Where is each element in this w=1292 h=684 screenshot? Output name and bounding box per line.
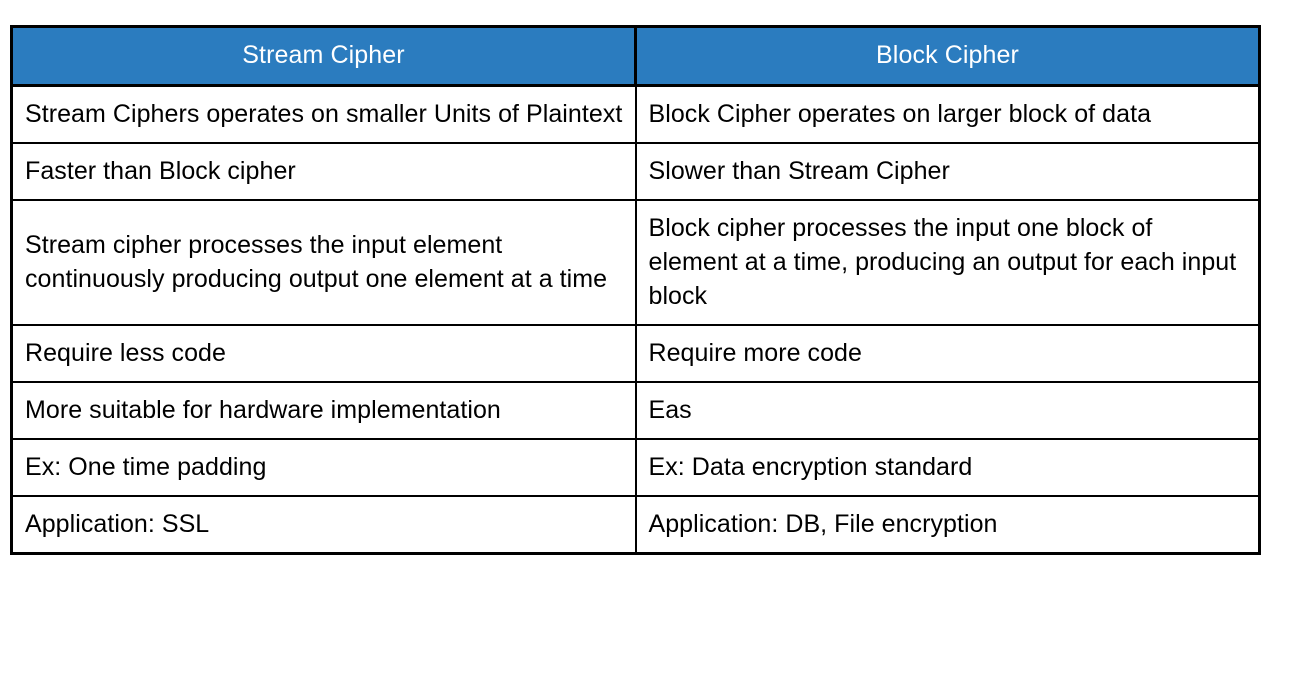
- cell-stream-cipher: Application: SSL: [10, 494, 637, 555]
- cell-text: Require more code: [648, 338, 862, 367]
- cell-text: More suitable for hardware implementatio…: [25, 395, 501, 424]
- table-row: Require less code Require more code: [10, 323, 1261, 383]
- cell-block-cipher: Block Cipher operates on larger block of…: [634, 84, 1261, 144]
- cell-block-cipher: Require more code: [634, 323, 1261, 383]
- cell-text: Stream Ciphers operates on smaller Units…: [25, 99, 623, 128]
- cell-stream-cipher: Stream Ciphers operates on smaller Units…: [10, 84, 637, 144]
- cell-text: Slower than Stream Cipher: [648, 156, 950, 185]
- table-row: More suitable for hardware implementatio…: [10, 380, 1261, 440]
- cell-block-cipher: Ex: Data encryption standard: [634, 437, 1261, 497]
- cell-text: Application: SSL: [25, 509, 210, 538]
- column-header-block-cipher: Block Cipher: [634, 25, 1261, 87]
- table-row: Stream Ciphers operates on smaller Units…: [10, 84, 1261, 144]
- cell-stream-cipher: Stream cipher processes the input elemen…: [10, 198, 637, 326]
- cell-stream-cipher: Ex: One time padding: [10, 437, 637, 497]
- cell-text: Faster than Block cipher: [25, 156, 296, 185]
- table-row: Stream cipher processes the input elemen…: [10, 198, 1261, 326]
- cell-text: Require less code: [25, 338, 226, 367]
- cell-text: Ex: One time padding: [25, 452, 267, 481]
- cell-text: Application: DB, File encryption: [648, 509, 998, 538]
- table-body: Stream Ciphers operates on smaller Units…: [10, 84, 1261, 555]
- cell-text: Block cipher processes the input one blo…: [648, 213, 1237, 310]
- cell-block-cipher: Slower than Stream Cipher: [634, 141, 1261, 201]
- cell-stream-cipher: Require less code: [10, 323, 637, 383]
- cell-block-cipher: Application: DB, File encryption: [634, 494, 1261, 555]
- table-row: Ex: One time padding Ex: Data encryption…: [10, 437, 1261, 497]
- table-row: Faster than Block cipher Slower than Str…: [10, 141, 1261, 201]
- cell-block-cipher: Block cipher processes the input one blo…: [634, 198, 1261, 326]
- cell-text: Block Cipher operates on larger block of…: [648, 99, 1152, 128]
- table-header: Stream Cipher Block Cipher: [10, 25, 1261, 87]
- cell-block-cipher: Eas: [634, 380, 1261, 440]
- cipher-comparison-table: Stream Cipher Block Cipher Stream Cipher…: [10, 25, 1261, 555]
- cell-text: Ex: Data encryption standard: [648, 452, 973, 481]
- cell-stream-cipher: More suitable for hardware implementatio…: [10, 380, 637, 440]
- table-header-row: Stream Cipher Block Cipher: [10, 25, 1261, 87]
- cell-text: Stream cipher processes the input elemen…: [25, 230, 608, 293]
- cell-stream-cipher: Faster than Block cipher: [10, 141, 637, 201]
- cell-text: Eas: [648, 395, 692, 424]
- column-header-stream-cipher: Stream Cipher: [10, 25, 637, 87]
- table-row: Application: SSL Application: DB, File e…: [10, 494, 1261, 555]
